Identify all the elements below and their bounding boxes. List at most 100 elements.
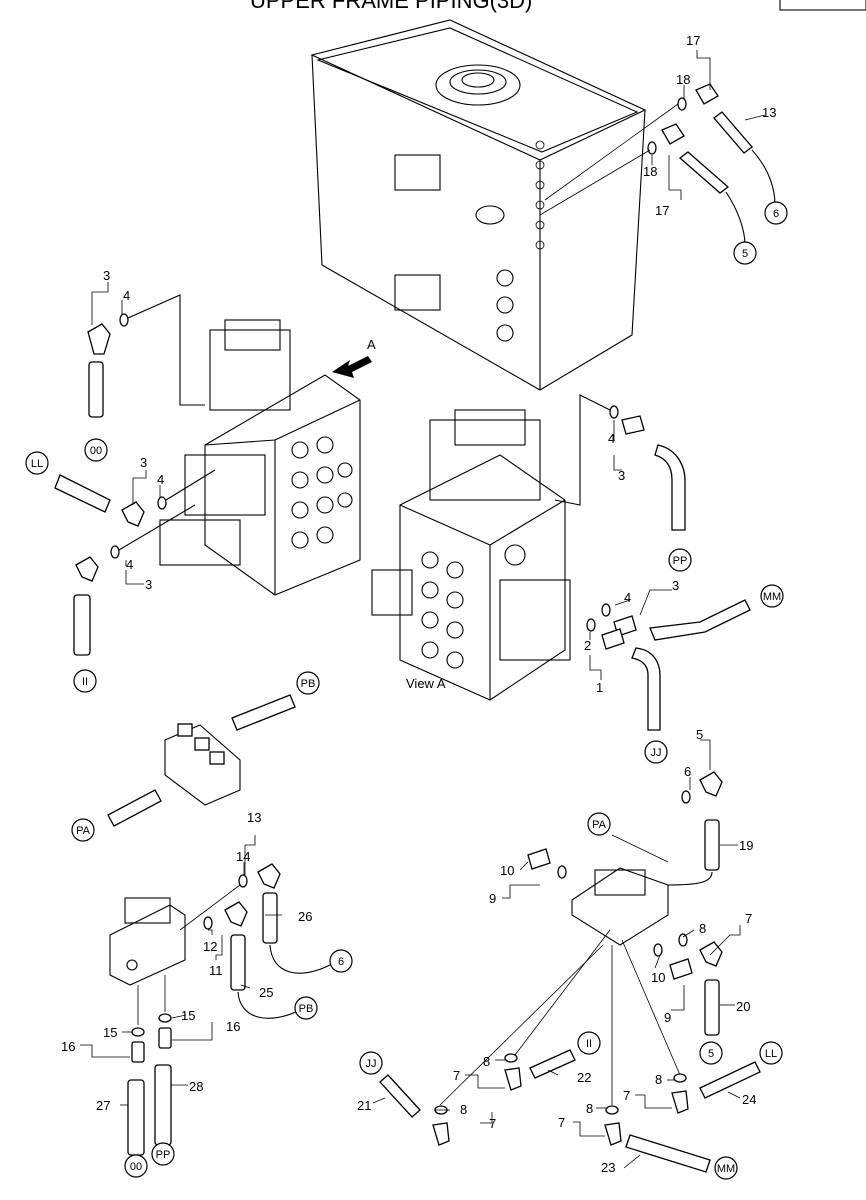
pilot-block: [107, 694, 296, 827]
connector-mm-lower: MM: [714, 1156, 738, 1180]
callout-4-view-a-mid: 4: [624, 590, 631, 605]
connector-ll-lower: LL: [759, 1041, 783, 1065]
connector-pa-right: PA: [587, 812, 611, 836]
callout-12-lower: 12: [203, 939, 217, 954]
connector-00-lower: 00: [124, 1154, 148, 1178]
callout-9-upper: 9: [489, 891, 496, 906]
svg-text:00: 00: [90, 445, 102, 457]
callout-3-view-a-top: 3: [618, 468, 625, 483]
callout-3-left-low: 3: [145, 577, 152, 592]
callout-4-left-low: 4: [126, 557, 133, 572]
callout-23-lower: 23: [601, 1160, 615, 1175]
connector-00-left: 00: [84, 438, 108, 462]
callout-7-jj-upper: 7: [453, 1068, 460, 1083]
connector-pp-view-a: PP: [668, 548, 692, 572]
callout-21-lower: 21: [357, 1098, 371, 1113]
callout-15-left: 15: [103, 1025, 117, 1040]
hydraulic-tank: [310, 19, 647, 391]
callout-13-tank: 13: [762, 105, 776, 120]
svg-text:II: II: [586, 1038, 592, 1050]
connector-pp-lower: PP: [151, 1142, 175, 1166]
callout-17-mid: 17: [655, 203, 669, 218]
svg-text:PA: PA: [592, 819, 607, 831]
svg-text:00: 00: [130, 1161, 142, 1173]
callout-18-mid: 18: [643, 164, 657, 179]
callout-8-mm: 8: [586, 1101, 593, 1116]
callout-7-ii: 7: [623, 1088, 630, 1103]
callout-7-right: 7: [745, 911, 752, 926]
callout-3-left-mid: 3: [140, 455, 147, 470]
callout-3-view-a-mid: 3: [672, 578, 679, 593]
lower-right-block: [379, 771, 761, 1173]
callout-8-right: 8: [699, 921, 706, 936]
control-valve-left: [159, 319, 361, 596]
connector-ii-lower: II: [577, 1031, 601, 1055]
callout-8-ii: 8: [655, 1072, 662, 1087]
callout-13-lower: 13: [247, 810, 261, 825]
arrow-a-label: A: [367, 337, 376, 352]
callout-9-lower: 9: [664, 1010, 671, 1025]
svg-text:6: 6: [338, 956, 344, 968]
connector-5-lower: 5: [699, 1041, 723, 1065]
callout-3-left-top: 3: [103, 268, 110, 283]
connector-jj-view-a: JJ: [644, 740, 668, 764]
callout-1-view-a: 1: [596, 680, 603, 695]
callout-19-lower: 19: [739, 838, 753, 853]
callout-4-left-top: 4: [123, 288, 130, 303]
connector-5-tank: 5: [733, 241, 757, 265]
tank-fittings: [539, 83, 776, 246]
callout-24-lower: 24: [742, 1092, 756, 1107]
diagram-title: UPPER FRAME PIPING(3D): [250, 0, 532, 13]
callout-28-lower: 28: [189, 1079, 203, 1094]
callout-11-lower: 11: [209, 963, 223, 978]
callout-27-lower: 27: [96, 1098, 110, 1113]
callout-7-jj-lower: 7: [489, 1116, 496, 1131]
connector-jj-lower: JJ: [359, 1051, 383, 1075]
svg-text:5: 5: [708, 1048, 714, 1060]
callout-10-upper: 10: [500, 863, 514, 878]
connector-ii-left: II: [73, 669, 97, 693]
connector-6-tank: 6: [764, 201, 788, 225]
svg-text:5: 5: [742, 248, 748, 260]
callout-16-right: 16: [226, 1019, 240, 1034]
callout-8-jj-upper: 8: [483, 1054, 490, 1069]
connector-pb-lower: PB: [294, 996, 318, 1020]
svg-text:6: 6: [773, 208, 779, 220]
callout-4-left-mid: 4: [157, 472, 164, 487]
left-valve-fittings: [54, 294, 216, 656]
callout-labels: 17 18 13 18 17 3 4 3 4 4 3 4 3 3 4 2 1 V…: [61, 33, 776, 1175]
page-box: [779, 0, 866, 11]
svg-text:PB: PB: [299, 1003, 314, 1015]
callout-6-lower: 6: [684, 764, 691, 779]
svg-text:II: II: [82, 676, 88, 688]
svg-text:MM: MM: [717, 1163, 735, 1175]
svg-text:LL: LL: [765, 1048, 777, 1060]
svg-text:PP: PP: [673, 555, 688, 567]
svg-text:PA: PA: [76, 825, 91, 837]
svg-text:LL: LL: [31, 458, 43, 470]
callout-5-lower: 5: [696, 727, 703, 742]
connector-6-lower: 6: [329, 949, 353, 973]
callout-26-lower: 26: [298, 909, 312, 924]
callout-15-right: 15: [181, 1008, 195, 1023]
callout-22-lower: 22: [577, 1070, 591, 1085]
svg-text:PP: PP: [156, 1149, 171, 1161]
callout-16-left: 16: [61, 1039, 75, 1054]
callout-10-lower: 10: [651, 970, 665, 985]
callout-18-top: 18: [676, 72, 690, 87]
view-a-label: View A: [406, 676, 446, 691]
callout-14-lower: 14: [236, 849, 250, 864]
connector-pb-block: PB: [296, 671, 320, 695]
callout-25-lower: 25: [259, 985, 273, 1000]
callout-8-jj-lower: 8: [460, 1102, 467, 1117]
connector-pa-block: PA: [71, 818, 95, 842]
callout-20-lower: 20: [736, 999, 750, 1014]
callout-2-view-a: 2: [584, 638, 591, 653]
svg-text:MM: MM: [763, 591, 781, 603]
callout-17-top: 17: [686, 33, 700, 48]
svg-text:JJ: JJ: [651, 747, 662, 759]
view-arrow: A: [332, 337, 376, 378]
view-a-fittings: [554, 394, 751, 731]
svg-text:JJ: JJ: [366, 1058, 377, 1070]
control-valve-view-a: [371, 409, 571, 701]
